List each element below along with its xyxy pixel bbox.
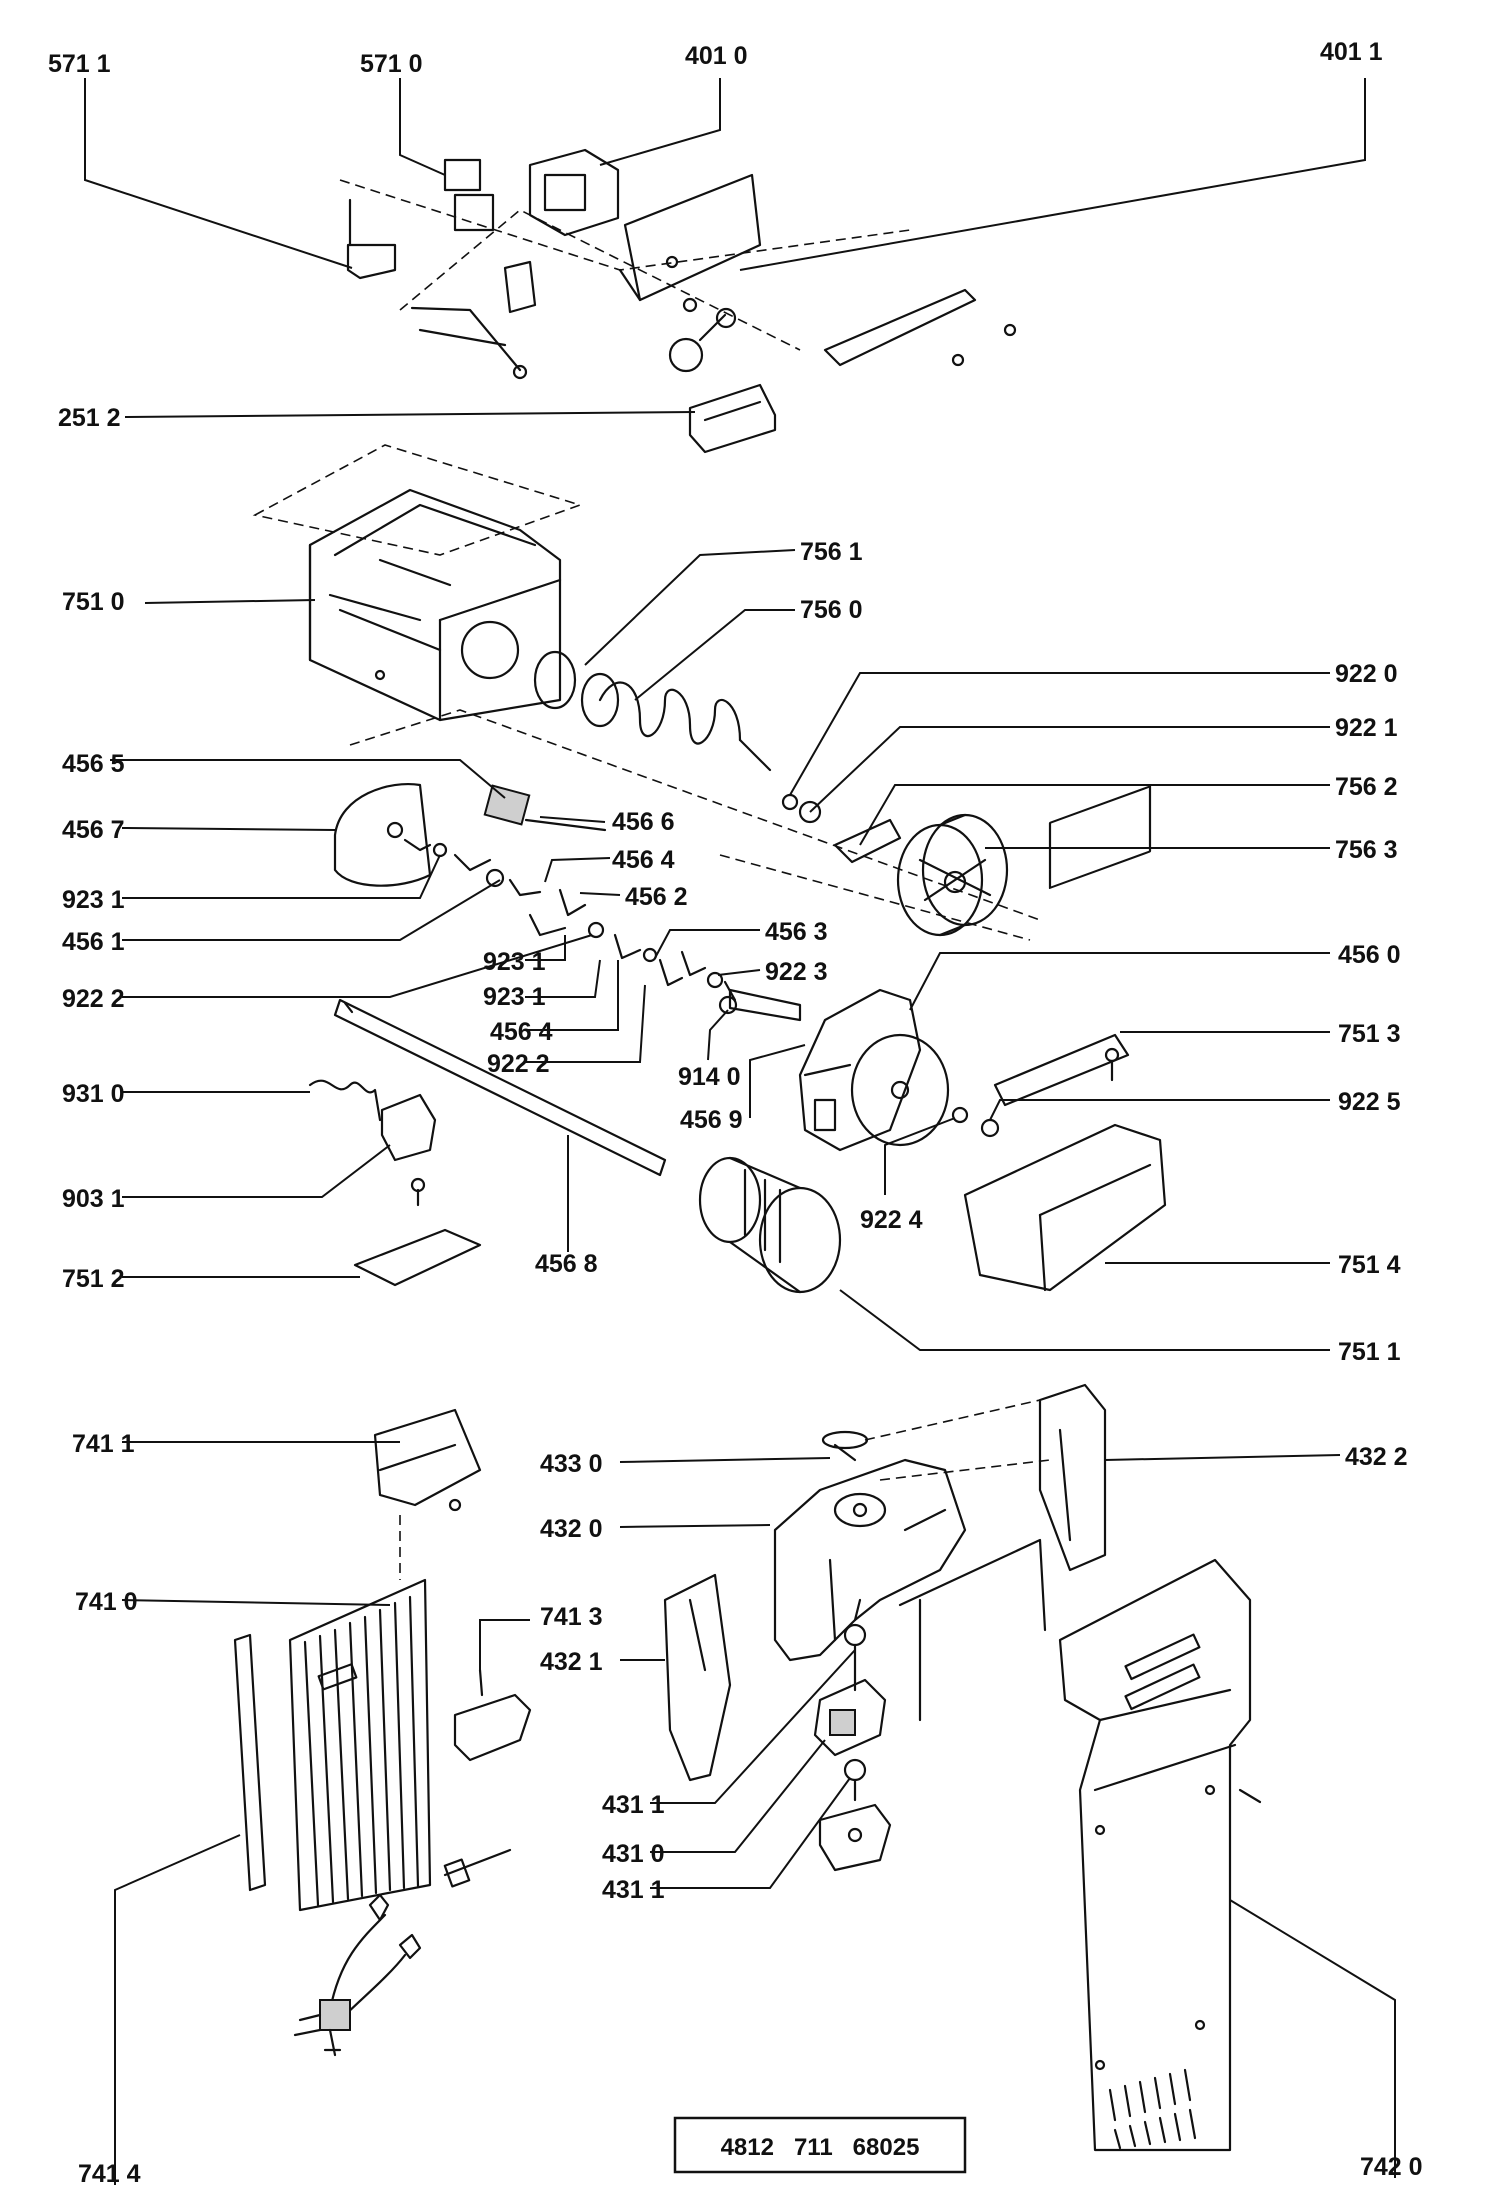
callout-922-4: 922 4 (860, 1206, 923, 1234)
callout-433-0: 433 0 (540, 1450, 603, 1478)
callout-431-0: 431 0 (602, 1840, 665, 1868)
callout-756-2: 756 2 (1335, 773, 1398, 801)
feed-drum (698, 1156, 842, 1294)
callout-401-0: 401 0 (685, 42, 748, 70)
callout-571-0: 571 0 (360, 50, 423, 78)
spring-and-clip (308, 1079, 482, 1287)
dispenser-flap-assembly (233, 1408, 532, 2057)
callout-741-3: 741 3 (540, 1603, 603, 1631)
callout-571-1-top: 571 1 (48, 50, 111, 78)
callout-922-0: 922 0 (1335, 660, 1398, 688)
callout-742-0: 742 0 (1360, 2153, 1423, 2181)
callout-431-1-upper: 431 1 (602, 1791, 665, 1819)
callout-922-2-mid: 922 2 (487, 1050, 550, 1078)
callout-456-4-upper: 456 4 (612, 846, 675, 874)
callout-456-1: 456 1 (62, 928, 125, 956)
callout-922-5: 922 5 (1338, 1088, 1401, 1116)
callout-751-2: 751 2 (62, 1265, 125, 1293)
callout-456-6: 456 6 (612, 808, 675, 836)
callout-751-3: 751 3 (1338, 1020, 1401, 1048)
callout-923-1-mid-b: 923 1 (483, 983, 546, 1011)
drive-motor (798, 988, 950, 1152)
callout-456-3: 456 3 (765, 918, 828, 946)
callout-751-0: 751 0 (62, 588, 125, 616)
callout-751-1: 751 1 (1338, 1338, 1401, 1366)
hardware-right (951, 785, 1167, 1292)
document-number-box: 4812 711 68025 (673, 2116, 967, 2174)
callout-922-2-left: 922 2 (62, 985, 125, 1013)
callout-456-7: 456 7 (62, 816, 125, 844)
crusher-drum-assembly (349, 709, 1041, 941)
callout-labels: 571 1 571 0 401 0 401 1 251 2 751 0 756 … (48, 38, 1423, 2188)
callout-741-1: 741 1 (72, 1430, 135, 1458)
callout-922-1: 922 1 (1335, 714, 1398, 742)
callout-401-1: 401 1 (1320, 38, 1383, 66)
leader-lines (84, 78, 1396, 2185)
callout-751-4: 751 4 (1338, 1251, 1401, 1279)
back-cover (1058, 1558, 1262, 2152)
lamp-housing-assembly (339, 148, 1017, 454)
callout-251-2: 251 2 (58, 404, 121, 432)
callout-756-0: 756 0 (800, 596, 863, 624)
callout-456-8: 456 8 (535, 1250, 598, 1278)
callout-914-0: 914 0 (678, 1063, 741, 1091)
auger-spring-assembly (533, 650, 822, 824)
ice-chute-assembly (663, 1383, 1107, 1872)
callout-431-1-lower: 431 1 (602, 1876, 665, 1904)
callout-456-9: 456 9 (680, 1106, 743, 1134)
callout-931-0: 931 0 (62, 1080, 125, 1108)
callout-432-0: 432 0 (540, 1515, 603, 1543)
callout-456-2: 456 2 (625, 883, 688, 911)
callout-741-0: 741 0 (75, 1588, 138, 1616)
callout-741-4: 741 4 (78, 2160, 141, 2188)
callout-456-4-lower: 456 4 (490, 1018, 553, 1046)
callout-922-3: 922 3 (765, 958, 828, 986)
callout-923-1-mid-a: 923 1 (483, 948, 546, 976)
callout-456-0: 456 0 (1338, 941, 1401, 969)
document-number: 4812 711 68025 (721, 2134, 920, 2161)
callout-432-1: 432 1 (540, 1648, 603, 1676)
callout-923-1-left: 923 1 (62, 886, 125, 914)
callout-756-3: 756 3 (1335, 836, 1398, 864)
callout-756-1: 756 1 (800, 538, 863, 566)
callout-432-2: 432 2 (1345, 1443, 1408, 1471)
ice-container-housing (252, 444, 583, 722)
callout-456-5: 456 5 (62, 750, 125, 778)
callout-903-1: 903 1 (62, 1185, 125, 1213)
